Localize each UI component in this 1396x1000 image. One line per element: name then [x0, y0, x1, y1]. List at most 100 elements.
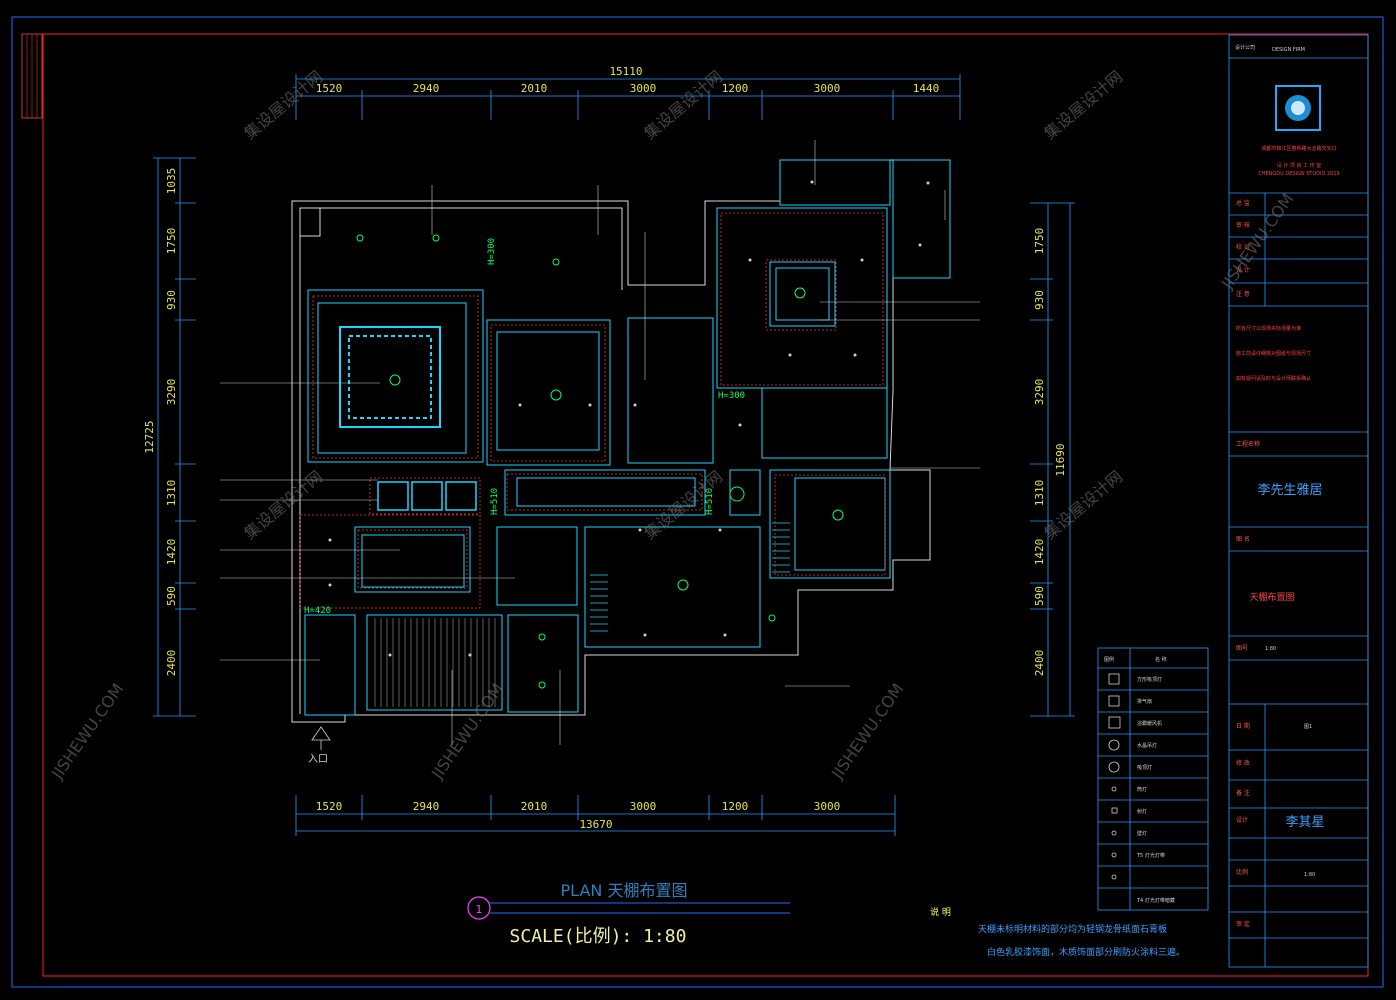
tb-row-label: 审 核 — [1236, 221, 1250, 229]
strip-light-icon — [1111, 852, 1117, 858]
tb-note: 如有疑问请及时与设计师联系确认 — [1236, 375, 1311, 382]
legend-table — [1097, 647, 1209, 911]
legend-header-name: 名 称 — [1155, 656, 1167, 663]
top-dimensions — [295, 74, 961, 120]
chandelier-icon — [1108, 739, 1120, 751]
dim-bottom-seg: 3000 — [630, 800, 657, 813]
dim-right-seg: 1310 — [1033, 480, 1046, 507]
sheet-name: 天棚布置图 — [1249, 591, 1294, 603]
dim-bottom-seg: 1520 — [316, 800, 343, 813]
dim-right-seg: 1750 — [1033, 228, 1046, 255]
title-block — [1228, 34, 1369, 968]
designer-label: 设计 — [1236, 816, 1248, 824]
downlight-icon — [538, 633, 546, 641]
downlight-icon — [432, 234, 440, 242]
legend-item: 方形吸顶灯 — [1137, 676, 1162, 683]
chandelier-icon — [794, 287, 806, 299]
stair-hatch — [590, 522, 790, 632]
greek-key-panels — [377, 481, 477, 511]
designer-name: 李其星 — [1285, 815, 1324, 830]
exhaust-fan-icon — [1108, 695, 1120, 707]
bottom-dimensions — [295, 795, 896, 836]
watermark-text: 集设屋设计网 — [1040, 67, 1126, 143]
firm-name: DESIGN FIRM — [1272, 47, 1305, 53]
tb-note: 施工前请仔细核对图纸与现场尺寸 — [1236, 350, 1311, 357]
drawing-no-label: 图号 — [1236, 645, 1248, 652]
tb-note: 所有尺寸以现场实际测量为准 — [1236, 325, 1301, 332]
dim-right-segments: 1750 930 3290 1310 1420 590 2400 — [1033, 228, 1046, 677]
downlight-icon — [538, 681, 546, 689]
dim-top-seg: 2010 — [521, 82, 548, 95]
feature-ceiling — [769, 261, 836, 327]
firm-address-2: 设 计 项 目 工 作 室 — [1277, 162, 1322, 169]
legend-item: 壁灯 — [1137, 830, 1147, 837]
scale-label: 比例 — [1236, 868, 1248, 876]
ceiling-zones — [304, 159, 951, 716]
firm-address-3: CHENGDU DESIGN STUDIO 2019 — [1258, 171, 1339, 177]
dim-right-seg: 3290 — [1033, 379, 1046, 406]
dim-bottom-total: 13670 — [579, 818, 612, 831]
dim-left-seg: 3290 — [165, 379, 178, 406]
watermark-url: JISHEWU.COM — [47, 680, 127, 783]
legend-item: T5 灯光灯带 — [1136, 852, 1165, 859]
legend-item: 水晶吊灯 — [1137, 742, 1157, 749]
entrance-label: 入口 — [308, 754, 328, 765]
legend-item: 浴霸暖风机 — [1137, 720, 1162, 727]
greek-key-ceiling — [339, 326, 441, 428]
watermark-text: 集设屋设计网 — [240, 467, 326, 543]
legend-header-symbol: 图例 — [1104, 656, 1114, 663]
dim-left-seg: 930 — [165, 290, 178, 310]
ceiling-lamp-icon — [1108, 761, 1120, 773]
dim-right-total: 11690 — [1054, 443, 1067, 476]
dim-top-total: 15110 — [609, 65, 642, 78]
watermark-url: JISHEWU.COM — [827, 680, 907, 783]
tb-row-label: 设 计 — [1236, 266, 1250, 274]
chandelier-icon — [389, 374, 401, 386]
dim-top-seg: 1200 — [722, 82, 749, 95]
dim-left-total: 12725 — [143, 420, 156, 453]
project-name: 李先生雅居 — [1257, 483, 1322, 498]
firm-address-1: 成都市锦江区春熙路大业路交叉口 — [1261, 145, 1336, 152]
dim-top-seg: 3000 — [630, 82, 657, 95]
dim-left-seg: 590 — [165, 586, 178, 606]
tb-row-label: 校 对 — [1236, 243, 1250, 251]
height-mark: H=300 — [487, 238, 497, 265]
dim-top-seg: 1440 — [913, 82, 940, 95]
watermark-url: JISHEWU.COM — [427, 680, 507, 783]
dim-top-segments: 1520 2940 2010 3000 1200 3000 1440 — [316, 82, 940, 95]
tb-extra-row: 修 改 — [1236, 759, 1250, 767]
height-mark: H=510 — [490, 488, 500, 515]
height-mark: H=510 — [705, 488, 715, 515]
chandelier-icon — [550, 389, 562, 401]
entrance-arrow-icon — [311, 726, 331, 750]
tb-extra-row: 审 定 — [1236, 920, 1250, 928]
exhaust-fan-icon — [729, 486, 745, 502]
title-block-notes: 所有尺寸以现场实际测量为准 施工前请仔细核对图纸与现场尺寸 如有疑问请及时与设计… — [1236, 325, 1311, 382]
project-label: 工程名称 — [1236, 440, 1260, 448]
light-fixtures — [356, 234, 844, 689]
downlight-icon — [1111, 786, 1117, 792]
drawing-no-value: 1:80 — [1265, 646, 1276, 652]
wood-slat-ceiling — [374, 618, 496, 707]
plan-title: PLAN 天棚布置图 — [561, 881, 688, 900]
dim-right-seg: 930 — [1033, 290, 1046, 310]
dim-bottom-segments: 1520 2940 2010 3000 1200 3000 — [316, 800, 841, 813]
dim-right-seg: 2400 — [1033, 650, 1046, 677]
red-offsets — [299, 212, 886, 609]
dim-bottom-seg: 2940 — [413, 800, 440, 813]
downlight-icon — [356, 234, 364, 242]
firm-logo-icon — [1275, 85, 1321, 131]
dim-left-seg: 2400 — [165, 650, 178, 677]
chandelier-icon — [677, 579, 689, 591]
dim-left-seg: 1310 — [165, 480, 178, 507]
dim-top-seg: 3000 — [814, 82, 841, 95]
downlight-icon — [768, 614, 776, 622]
note-line-1: 天棚未标明材料的部分均为轻钢龙骨纸面石膏板 — [978, 923, 1167, 935]
dim-top-seg: 1520 — [316, 82, 343, 95]
date-value: 图1 — [1304, 724, 1312, 730]
heater-icon — [1108, 716, 1121, 729]
tb-row-label: 注 意 — [1236, 290, 1250, 298]
dim-right-seg: 1420 — [1033, 539, 1046, 566]
legend-item: 吸顶灯 — [1137, 764, 1152, 771]
